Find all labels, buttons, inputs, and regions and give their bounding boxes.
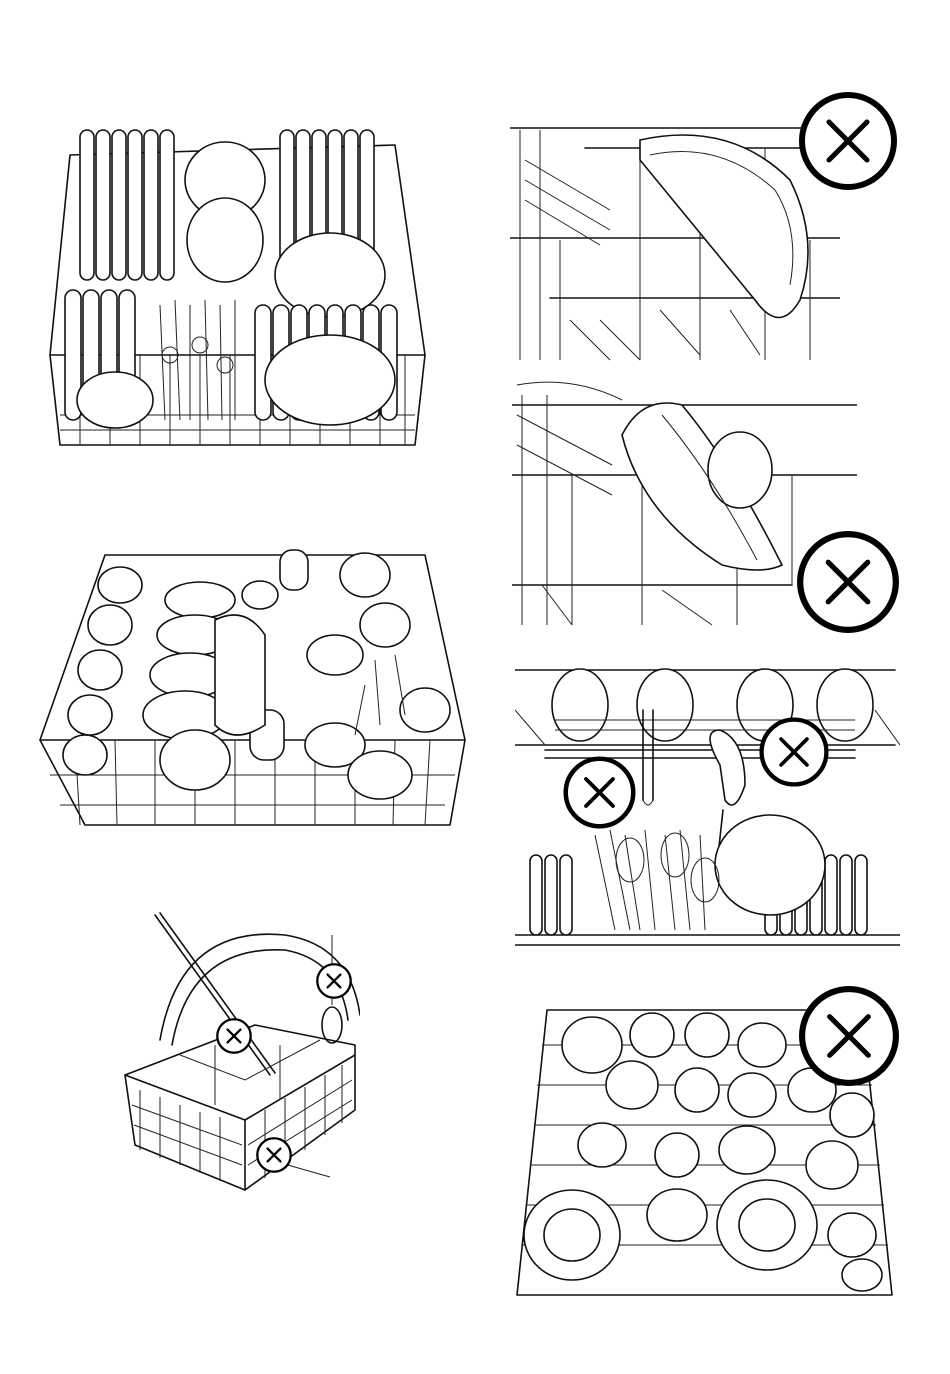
cross-in-circle-icon [796, 530, 900, 634]
wrong-marker-1 [798, 91, 898, 191]
upper-basket-loaded-illustration [35, 545, 470, 835]
cross-in-circle-icon [315, 962, 353, 1000]
cross-in-circle-icon [562, 755, 637, 830]
cross-in-circle-icon [215, 1017, 253, 1055]
wrong-marker-cutlery-through-basket [255, 1136, 293, 1174]
plate-blocking-spray-illustration [510, 120, 840, 365]
lower-basket-loaded-illustration [40, 125, 435, 455]
wrong-marker-3 [758, 716, 830, 788]
wrong-marker-4 [562, 755, 637, 830]
wrong-marker-cutlery-upright [315, 962, 353, 1000]
cross-in-circle-icon [255, 1136, 293, 1174]
cross-in-circle-icon [758, 716, 830, 788]
wrong-marker-knife-sticking-out [215, 1017, 253, 1055]
cross-in-circle-icon [798, 985, 900, 1087]
wrong-marker-2 [796, 530, 900, 634]
wrong-marker-5 [798, 985, 900, 1087]
cross-in-circle-icon [798, 91, 898, 191]
